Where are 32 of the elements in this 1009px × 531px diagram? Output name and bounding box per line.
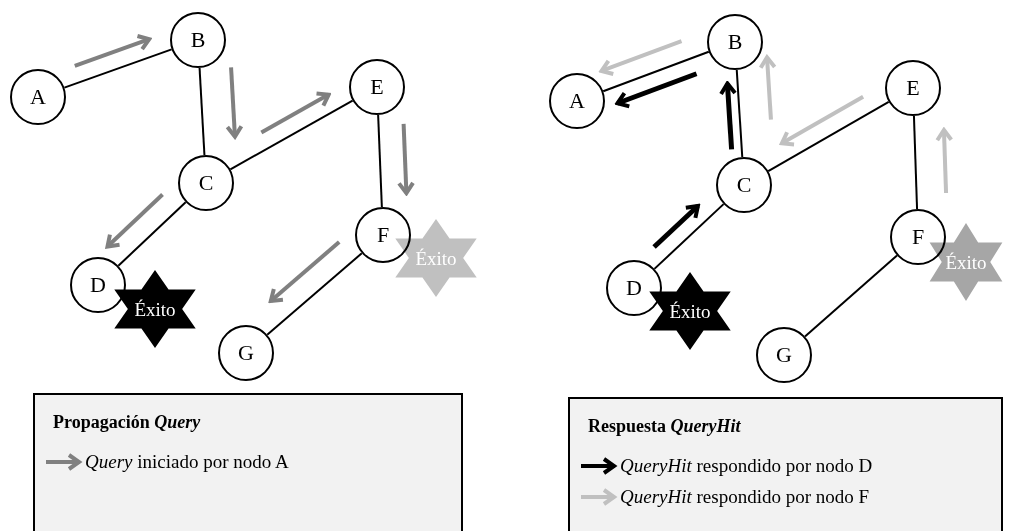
connector-line — [767, 100, 890, 173]
legend-panel — [33, 393, 463, 531]
connector-line — [912, 115, 919, 210]
legend-heading: Propagación Query — [53, 411, 201, 434]
message-arrow — [397, 123, 415, 196]
message-arrow — [599, 39, 683, 76]
connector-line — [229, 99, 354, 171]
message-arrow — [615, 71, 698, 109]
message-arrow — [652, 204, 700, 249]
message-arrow — [935, 128, 954, 194]
message-arrow — [719, 81, 738, 150]
message-arrow — [74, 34, 152, 68]
connector-line — [602, 50, 710, 93]
message-arrow — [758, 55, 777, 120]
connector-line — [198, 66, 206, 157]
connector-line — [63, 48, 173, 89]
connector-line — [117, 201, 187, 267]
legend-panel — [568, 397, 1003, 531]
connector-line — [653, 203, 725, 270]
message-arrow — [225, 67, 244, 139]
legend-text: QueryHit respondido por nodo D — [620, 454, 873, 478]
connector-line — [377, 114, 383, 208]
message-arrow — [105, 193, 164, 249]
legend-heading: Respuesta QueryHit — [588, 415, 741, 438]
connector-line — [735, 68, 744, 159]
message-arrow — [779, 94, 865, 147]
message-arrow — [268, 240, 341, 303]
connector-line — [266, 252, 363, 336]
legend-text: QueryHit respondido por nodo F — [620, 484, 870, 509]
legend-text: Query iniciado por nodo A — [85, 450, 289, 474]
connector-line — [804, 254, 898, 338]
message-arrow — [260, 91, 331, 135]
